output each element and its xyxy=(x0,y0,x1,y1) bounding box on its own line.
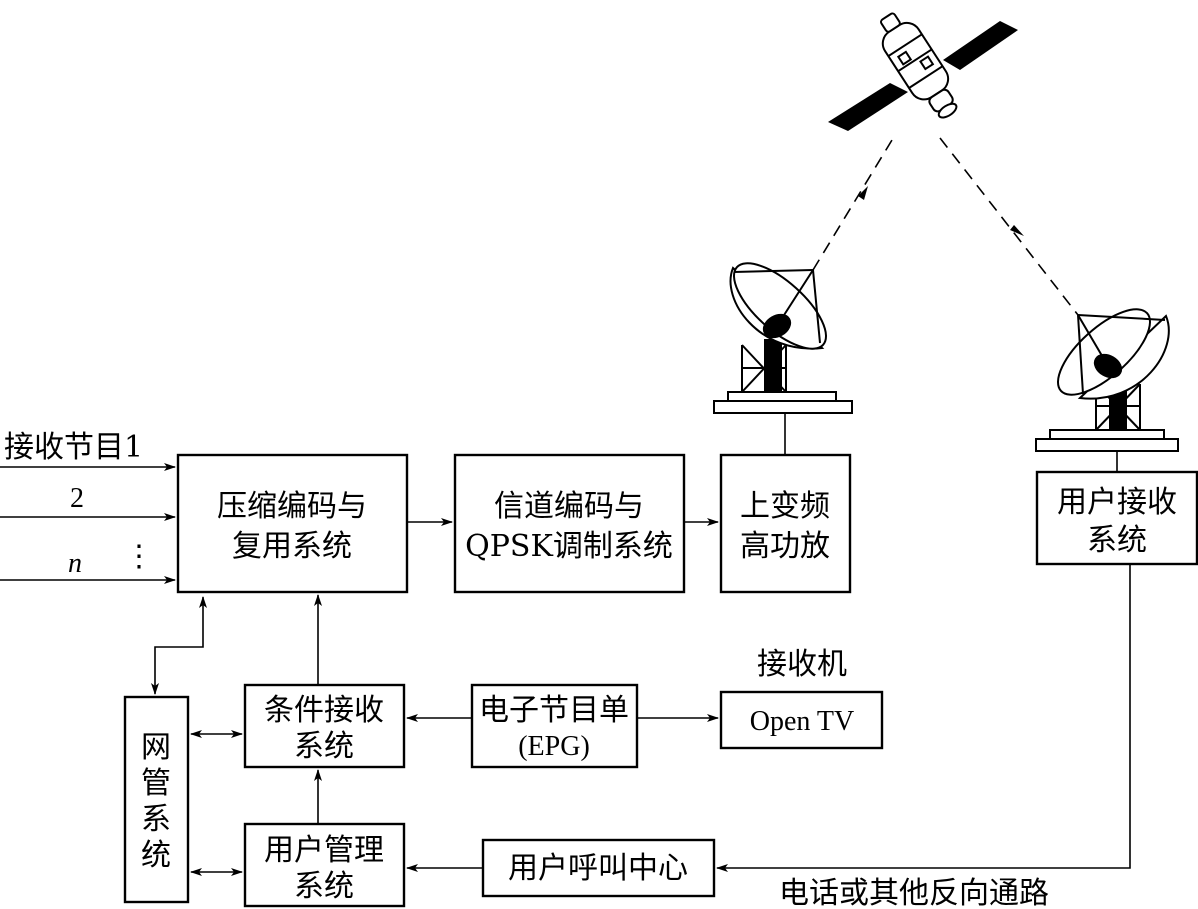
return-path-line xyxy=(716,564,1131,872)
input-n-label: n xyxy=(68,548,82,579)
netmgmt-mux-link xyxy=(151,596,207,695)
call-center-label: 用户呼叫中心 xyxy=(508,851,688,886)
upconvert-hpa-line-1: 上变频 xyxy=(740,489,830,524)
user-receive-line-1: 用户接收 xyxy=(1057,485,1177,520)
compress-mux-line-2: 复用系统 xyxy=(232,529,352,564)
uplink-dish-icon xyxy=(713,262,853,414)
user-mgmt-line-1: 用户管理 xyxy=(264,833,384,868)
input-2-label: 2 xyxy=(70,483,84,514)
conditional-access-line-2: 系统 xyxy=(294,729,354,764)
conditional-access-box xyxy=(243,683,406,769)
open-tv-label: Open TV xyxy=(750,706,854,737)
epg-line-1: 电子节目单 xyxy=(479,693,629,728)
compress-mux-box xyxy=(176,453,409,594)
channel-qpsk-line-2: QPSK调制系统 xyxy=(465,529,673,564)
channel-qpsk-line-1: 信道编码与 xyxy=(494,489,644,524)
epg-line-2: (EPG) xyxy=(518,731,590,762)
user-mgmt-line-2: 系统 xyxy=(294,869,354,904)
network-mgmt-box xyxy=(123,695,190,904)
compress-mux-line-1: 压缩编码与 xyxy=(217,489,367,524)
call-center-box xyxy=(481,838,716,898)
input-1-label: 接收节目1 xyxy=(4,430,143,465)
uplink-arrow xyxy=(858,186,868,200)
network-mgmt-char-3: 系 xyxy=(141,802,171,837)
user-mgmt-box xyxy=(243,822,406,908)
channel-qpsk-box xyxy=(453,453,686,594)
ellipsis-label: ⋮ xyxy=(124,539,154,574)
conditional-access-line-1: 条件接收 xyxy=(264,693,384,728)
upconvert-hpa-box xyxy=(719,453,852,594)
satellite-icon xyxy=(828,12,1018,131)
network-mgmt-char-1: 网 xyxy=(141,730,171,765)
return-path-label: 电话或其他反向通路 xyxy=(779,876,1049,909)
user-receive-box xyxy=(1035,470,1198,566)
network-mgmt-char-2: 管 xyxy=(141,766,171,801)
receiver-label: 接收机 xyxy=(757,647,847,682)
uplink-beam xyxy=(812,139,893,271)
downlink-dish-icon xyxy=(1035,308,1179,452)
epg-box xyxy=(470,683,639,769)
downlink-arrow xyxy=(1010,225,1024,236)
network-mgmt-char-4: 统 xyxy=(141,838,171,873)
upconvert-hpa-line-2: 高功放 xyxy=(740,529,830,564)
downlink-beam xyxy=(939,137,1079,316)
open-tv-box xyxy=(719,690,884,750)
user-receive-line-2: 系统 xyxy=(1087,523,1147,558)
